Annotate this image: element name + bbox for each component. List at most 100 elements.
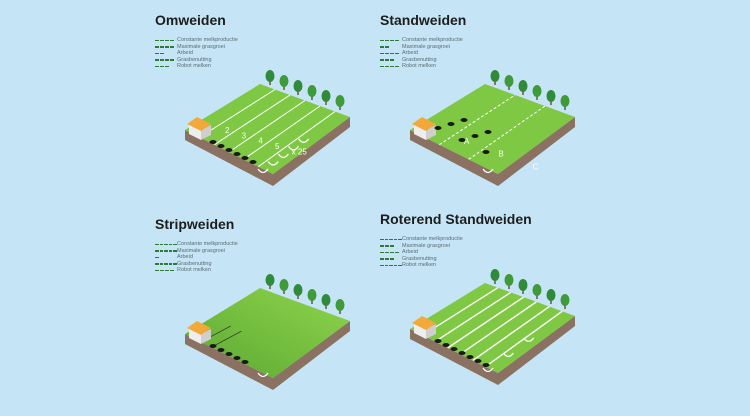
legend-item: Robot melken [155,63,238,70]
legend-item: Constante melkproductie [380,236,463,243]
cow-icon [209,140,217,144]
tree-icon [279,75,289,87]
paddock-label: 2 [225,126,230,135]
grass-field [185,288,350,378]
tree-icon [321,90,331,102]
paddock-label: 4 [258,137,263,146]
score-dashes [155,263,177,265]
panel-title: Roterend Standweiden [380,211,532,227]
score-dashes [380,59,402,61]
tree-icon [546,289,556,301]
tree-icon [293,80,303,92]
score-dashes [155,59,177,61]
paddock-divider [258,111,336,168]
score-dashes [155,269,177,272]
legend-item: Grasbenutting [380,57,463,64]
legend-label: Grasbenutting [402,255,437,262]
legend: Constante melkproductie Maximale grasgro… [380,236,463,269]
cow-icon [217,144,225,148]
legend-item: Grasbenutting [380,256,463,263]
legend-item: Grasbenutting [155,57,238,64]
tree-icon [490,269,500,281]
cow-icon [217,348,225,352]
paddock-divider [447,296,524,349]
legend-label: Robot melken [402,262,436,269]
cow-icon [460,118,468,122]
dirt-path [410,117,575,186]
paddock-divider [243,105,321,160]
tree-icon [307,289,317,301]
dirt-path [185,117,350,186]
cow-icon [442,343,450,347]
tree-icon [490,70,500,82]
legend: Constante melkproductie Maximale grasgro… [380,37,463,70]
farmhouse-icon [414,124,426,140]
legend-label: Constante melkproductie [402,37,463,43]
tree-icon [279,279,289,291]
legend-label: Robot melken [177,63,211,70]
legend-label: Constante melkproductie [177,37,238,43]
farmhouse-icon [189,124,201,140]
score-dashes [380,238,402,241]
panel-title: Stripweiden [155,216,235,232]
pasture-illustration [185,274,350,390]
tree-icon [504,274,514,286]
paddock-divider [228,100,306,153]
cow-icon [241,360,249,364]
paddock-label: 3 [242,131,247,140]
legend-item: Maximale grasgroei [380,44,463,51]
pasture-illustration: ABC [410,70,575,186]
legend-item: Constante melkproductie [155,241,238,248]
legend-label: Maximale grasgroei [177,43,225,50]
score-dashes [380,52,402,55]
cow-icon [233,356,241,360]
rotation-arrow-icon [267,161,279,166]
tree-icon [532,284,542,296]
tree-icon [321,294,331,306]
rotation-arrow-icon [257,168,269,174]
legend: Constante melkproductie Maximale grasgro… [155,37,238,70]
tree-icon [335,95,345,107]
paddock-divider [472,305,550,362]
score-dashes [155,65,177,68]
legend-item: Arbeid [380,50,463,57]
grass-field [410,283,575,373]
farmhouse-icon [414,323,426,339]
legend-label: Robot melken [177,267,211,274]
paddock-label: 5 [275,142,280,151]
strip-fence [211,330,242,348]
tree-icon [532,85,542,97]
paddock-divider [199,89,276,138]
cow-icon [458,138,466,142]
pasture-illustration: 2 3 4 5 x 25 [185,70,350,186]
score-dashes [380,245,402,247]
panel-omweiden: Omweiden Constante melkproductie Maximal… [155,12,385,212]
rotation-arrow-icon [257,372,269,378]
legend-label: Arbeid [402,50,418,57]
legend-item: Maximale grasgroei [155,248,238,255]
grass-field [185,84,350,174]
score-dashes [380,46,402,48]
legend-item: Grasbenutting [155,261,238,268]
legend-label: Constante melkproductie [402,236,463,242]
paddock-divider [439,94,516,146]
rotation-arrow-icon [482,168,494,174]
score-dashes [155,256,177,259]
rotation-arrow-icon [277,153,289,159]
rotation-arrow-icon [502,352,514,358]
cow-icon [450,347,458,351]
paddock-label: x 25 [292,147,308,156]
rotation-arrow-icon [482,367,494,373]
legend-label: Arbeid [402,249,418,256]
legend-label: Constante melkproductie [177,241,238,247]
tree-icon [307,85,317,97]
cow-icon [447,122,455,126]
legend-item: Maximale grasgroei [380,243,463,250]
score-dashes [380,39,402,42]
farmhouse-icon [189,328,201,344]
panel-standweiden: Standweiden Constante melkproductie Maxi… [380,12,610,212]
cow-icon [241,156,249,160]
paddock-label: A [464,137,470,146]
score-dashes [155,52,177,55]
legend-item: Arbeid [380,249,463,256]
